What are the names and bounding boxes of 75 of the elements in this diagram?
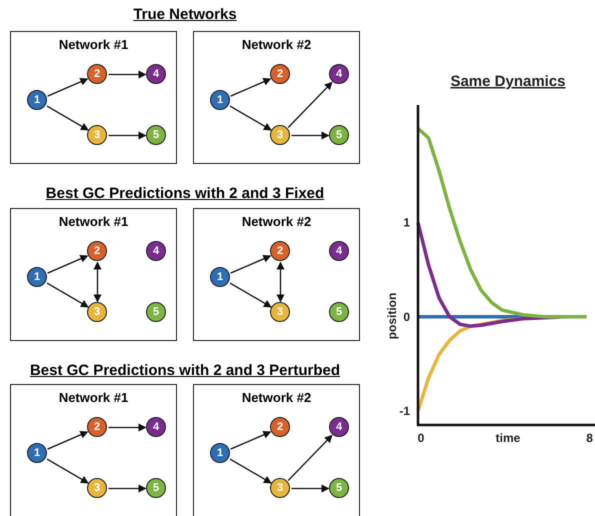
network-node: 3 <box>87 302 107 322</box>
network-node: 1 <box>27 90 47 110</box>
arrow <box>94 262 102 302</box>
tick-label: 1 <box>403 216 410 230</box>
network-node: 5 <box>329 478 349 498</box>
arrow <box>46 282 89 308</box>
network-node: 3 <box>270 478 290 498</box>
network-node: 1 <box>210 267 230 287</box>
network-panel <box>193 384 360 516</box>
section-heading: Best GC Predictions with 2 and 3 Perturbed <box>30 362 340 379</box>
network-panel <box>10 208 177 341</box>
axis-title: position <box>385 292 399 340</box>
network-node: 1 <box>210 90 230 110</box>
axis-title: time <box>496 431 520 445</box>
arrow <box>230 430 272 450</box>
arrow <box>230 458 272 484</box>
network-node: 5 <box>146 125 166 145</box>
network-node: 4 <box>329 417 349 437</box>
panel-title: Network #2 <box>240 37 312 52</box>
network-node: 1 <box>27 267 47 287</box>
panel-title: Network #2 <box>240 214 312 229</box>
network-node: 3 <box>87 125 107 145</box>
network-node: 4 <box>146 64 166 84</box>
network-node: 3 <box>87 478 107 498</box>
tick-label: 0 <box>403 310 410 324</box>
arrow <box>230 78 272 97</box>
network-node: 1 <box>210 443 230 463</box>
arrow <box>288 82 333 128</box>
tick-label: 8 <box>586 431 593 445</box>
tick-label: -1 <box>399 404 410 418</box>
arrow <box>230 254 272 274</box>
network-node: 4 <box>146 417 166 437</box>
arrow <box>46 105 89 131</box>
chart-title: Same Dynamics <box>450 73 566 90</box>
arrow <box>108 424 146 432</box>
tick-label: 0 <box>418 431 424 445</box>
arrow <box>292 132 330 140</box>
arrow <box>288 434 333 482</box>
network-node: 1 <box>27 443 47 463</box>
network-node: 3 <box>270 302 290 322</box>
section-heading: Best GC Predictions with 2 and 3 Fixed <box>46 185 324 202</box>
network-node: 2 <box>87 64 107 84</box>
arrow <box>108 132 146 140</box>
arrow <box>230 282 272 308</box>
arrow <box>46 458 89 484</box>
network-node: 4 <box>146 241 166 261</box>
network-node: 2 <box>87 417 107 437</box>
network-panel <box>10 384 177 516</box>
arrow <box>108 484 146 492</box>
arrow <box>47 254 88 274</box>
network-node: 5 <box>146 478 166 498</box>
network-node: 2 <box>270 64 290 84</box>
arrow <box>230 105 272 131</box>
network-panel <box>193 31 360 164</box>
network-node: 2 <box>87 241 107 261</box>
panel-title: Network #1 <box>58 390 130 405</box>
network-panel <box>193 208 360 341</box>
section-heading: True Networks <box>133 6 237 23</box>
arrow <box>292 484 330 492</box>
panel-title: Network #2 <box>240 390 312 405</box>
network-node: 5 <box>329 125 349 145</box>
network-panel <box>10 31 177 164</box>
network-node: 4 <box>329 241 349 261</box>
network-node: 4 <box>329 64 349 84</box>
network-node: 3 <box>270 125 290 145</box>
arrow <box>276 262 284 302</box>
panel-title: Network #1 <box>58 214 130 229</box>
arrow <box>47 78 88 97</box>
network-node: 2 <box>270 417 290 437</box>
arrow <box>47 430 88 450</box>
panel-title: Network #1 <box>58 37 130 52</box>
arrow <box>108 70 146 78</box>
network-node: 5 <box>146 302 166 322</box>
network-node: 2 <box>270 241 290 261</box>
network-node: 5 <box>329 302 349 322</box>
